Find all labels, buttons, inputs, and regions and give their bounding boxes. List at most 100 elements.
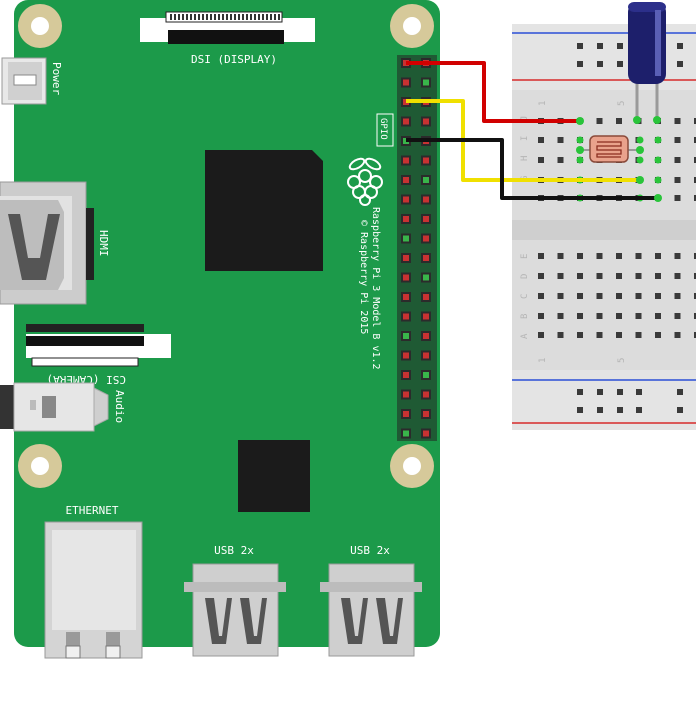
dsi-pin	[258, 14, 260, 20]
rail-hole	[617, 389, 623, 395]
jumper-wires	[406, 61, 662, 202]
dsi-pin	[230, 14, 232, 20]
breadboard: J I H G F E D C B A 1 5 1 5	[512, 24, 696, 430]
dsi-connector	[140, 11, 315, 44]
dsi-pin	[270, 14, 272, 20]
connected-hole	[636, 156, 644, 164]
breadboard-hole	[616, 332, 622, 338]
gpio-pin	[403, 372, 409, 378]
row-letter: B	[520, 314, 530, 319]
breadboard-hole	[635, 273, 642, 279]
rail-hole	[677, 61, 683, 67]
dsi-pin	[194, 14, 196, 20]
dsi-pin	[274, 14, 276, 20]
breadboard-hole	[538, 157, 544, 163]
breadboard-hole	[674, 313, 681, 319]
red-wire	[406, 61, 580, 123]
dsi-pin	[242, 14, 244, 20]
breadboard-hole	[577, 253, 583, 259]
dsi-pin	[246, 14, 248, 20]
rail-hole	[677, 43, 683, 49]
gpio-pin	[403, 255, 409, 261]
breadboard-hole	[694, 177, 696, 183]
breadboard-hole	[596, 313, 603, 319]
dsi-pin	[206, 14, 208, 20]
dsi-pin	[170, 14, 172, 20]
breadboard-hole	[538, 332, 544, 338]
mounting-holes	[18, 4, 434, 488]
gpio-pin	[403, 294, 409, 300]
dsi-pin	[254, 14, 256, 20]
gpio-pin	[423, 235, 429, 242]
rail-hole	[597, 407, 603, 413]
gpio-label: GPIO	[378, 118, 388, 140]
dsi-pin	[214, 14, 216, 20]
row-letter: A	[520, 333, 530, 339]
breadboard-hole	[557, 273, 564, 279]
connected-hole	[636, 136, 644, 144]
dsi-pin	[202, 14, 204, 20]
gpio-pin	[403, 177, 409, 183]
power-rail-bottom	[512, 370, 696, 430]
breadboard-hole	[596, 293, 603, 299]
gpio-pin	[423, 216, 429, 222]
column-numbers: 1 5 1 5	[538, 101, 627, 363]
gpio-pin	[403, 118, 409, 125]
column-number: 1	[538, 101, 548, 106]
connected-hole	[576, 156, 584, 164]
gpio-pin	[423, 196, 429, 203]
gpio-pin	[403, 352, 409, 359]
gpio-pin	[423, 333, 429, 339]
breadboard-hole	[694, 137, 696, 143]
breadboard-hole	[538, 313, 544, 319]
raspberry-logo-icon	[347, 157, 383, 206]
row-letter: E	[520, 254, 530, 259]
rail-hole	[677, 389, 683, 395]
dsi-pin	[262, 14, 264, 20]
dsi-pin	[250, 14, 252, 20]
breadboard-hole	[694, 332, 696, 338]
rail-hole	[577, 61, 583, 67]
usb-port-1	[184, 563, 286, 657]
breadboard-hole	[635, 253, 642, 259]
gpio-pin	[423, 372, 429, 378]
gpio-pin	[403, 235, 409, 242]
csi-connector	[26, 324, 171, 367]
breadboard-hole	[577, 313, 583, 319]
dsi-pin	[182, 14, 184, 20]
breadboard-hole	[655, 293, 661, 299]
dsi-pin	[186, 14, 188, 20]
dsi-pin	[198, 14, 200, 20]
rail-hole	[617, 407, 623, 413]
dsi-pin	[226, 14, 228, 20]
dsi-pin	[190, 14, 192, 20]
breadboard-hole	[557, 332, 564, 338]
breadboard-hole	[596, 273, 603, 279]
breadboard-hole	[538, 293, 544, 299]
usb-label-2: USB 2x	[350, 544, 390, 557]
breadboard-hole	[655, 332, 661, 338]
gpio-pin	[403, 333, 409, 339]
usb-label-1: USB 2x	[214, 544, 254, 557]
breadboard-hole	[655, 253, 661, 259]
breadboard-hole	[674, 137, 681, 143]
soc-chip	[205, 150, 323, 271]
breadboard-hole	[694, 273, 696, 279]
gpio-pin	[423, 157, 429, 164]
dsi-pin	[238, 14, 240, 20]
breadboard-hole	[538, 137, 544, 143]
row-letter: D	[520, 274, 530, 279]
column-number: 5	[617, 358, 627, 363]
ethernet-port	[44, 521, 143, 659]
hdmi-port	[0, 181, 94, 305]
usb-lan-chip	[238, 440, 310, 512]
breadboard-hole	[694, 313, 696, 319]
copyright-text: © Raspberry Pi 2015	[358, 220, 369, 334]
dsi-pin	[278, 14, 280, 20]
breadboard-hole	[596, 253, 603, 259]
raspberry-pi-board: DSI (DISPLAY) Power HDMI	[0, 0, 440, 659]
breadboard-hole	[694, 293, 696, 299]
connected-hole	[654, 136, 662, 144]
gpio-pin	[423, 430, 429, 437]
gpio-label-box: GPIO	[376, 113, 394, 147]
